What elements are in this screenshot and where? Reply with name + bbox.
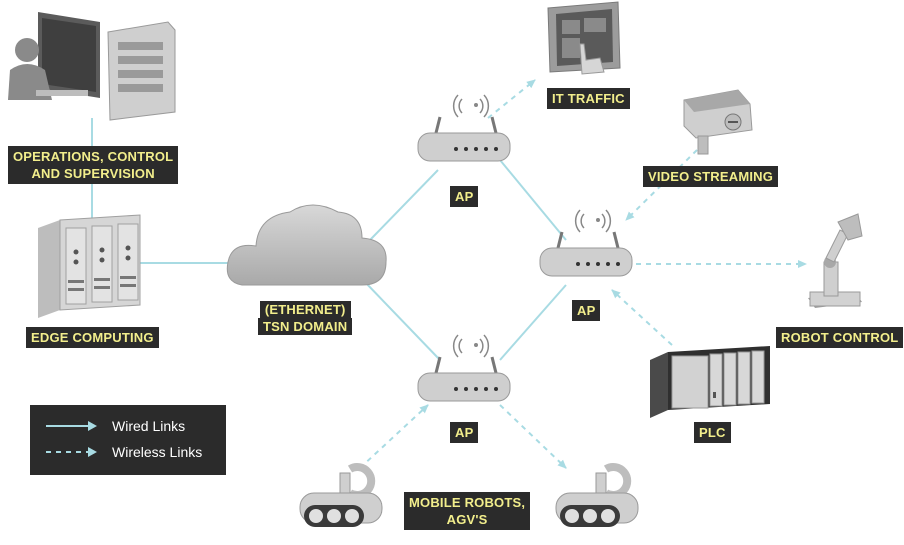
wireless-link-plc-ap <box>611 289 673 346</box>
wireless-links <box>359 79 807 469</box>
wireless-link-camera-ap <box>625 149 698 221</box>
wireless-link-agv-ap <box>359 404 429 469</box>
access-point-icon <box>417 94 511 162</box>
agv-robot-icon <box>299 463 383 527</box>
wired-arrow-icon <box>46 421 97 431</box>
camera-icon <box>683 89 753 155</box>
wireless-arrow-icon <box>46 447 97 457</box>
label-tsn-line2: TSN DOMAIN <box>258 318 353 335</box>
wireless-link-ap-it <box>487 79 536 119</box>
label-mobile-robots-line2: AGV'S <box>446 512 488 527</box>
label-mobile-robots: MOBILE ROBOTS, AGV'S <box>404 492 531 530</box>
label-edge-computing: EDGE COMPUTING <box>26 327 159 348</box>
legend-row-wired: Wired Links <box>44 416 224 436</box>
legend-wired-label: Wired Links <box>112 418 186 434</box>
label-video-streaming: VIDEO STREAMING <box>643 166 779 187</box>
wired-links <box>91 118 567 361</box>
server-icon <box>38 214 141 318</box>
wired-link-ap-bottom-ap-mid <box>499 284 567 361</box>
access-point-icon <box>539 209 633 277</box>
workstation-icon <box>8 12 176 121</box>
label-it-traffic: IT TRAFFIC <box>547 88 630 109</box>
label-plc: PLC <box>694 422 731 443</box>
label-robot-control: ROBOT CONTROL <box>776 327 904 348</box>
wireless-link-ap-agv <box>499 404 567 469</box>
label-operations-line2: AND SUPERVISION <box>31 166 155 181</box>
legend: Wired Links Wireless Links <box>30 405 226 475</box>
wired-link-ap-top-ap-mid <box>499 159 567 241</box>
label-operations: OPERATIONS, CONTROL AND SUPERVISION <box>8 146 179 184</box>
label-operations-line1: OPERATIONS, CONTROL <box>13 149 174 164</box>
cloud-icon <box>226 204 387 286</box>
wired-link-cloud-ap-bottom <box>364 281 441 361</box>
wired-link-cloud-ap-top <box>369 169 439 241</box>
access-point-icon <box>417 334 511 402</box>
label-tsn-line1: (ETHERNET) <box>259 301 351 318</box>
plc-icon <box>650 346 770 418</box>
legend-wireless-label: Wireless Links <box>112 444 203 460</box>
tablet-icon <box>547 1 621 75</box>
label-ap-top: AP <box>450 186 479 207</box>
robot-arm-icon <box>808 213 863 308</box>
label-tsn-domain: (ETHERNET) TSN DOMAIN <box>258 301 353 335</box>
agv-robot-icon <box>555 463 639 527</box>
legend-row-wireless: Wireless Links <box>44 442 224 462</box>
label-mobile-robots-line1: MOBILE ROBOTS, <box>409 495 526 510</box>
label-ap-mid: AP <box>572 300 601 321</box>
label-ap-bottom: AP <box>450 422 479 443</box>
